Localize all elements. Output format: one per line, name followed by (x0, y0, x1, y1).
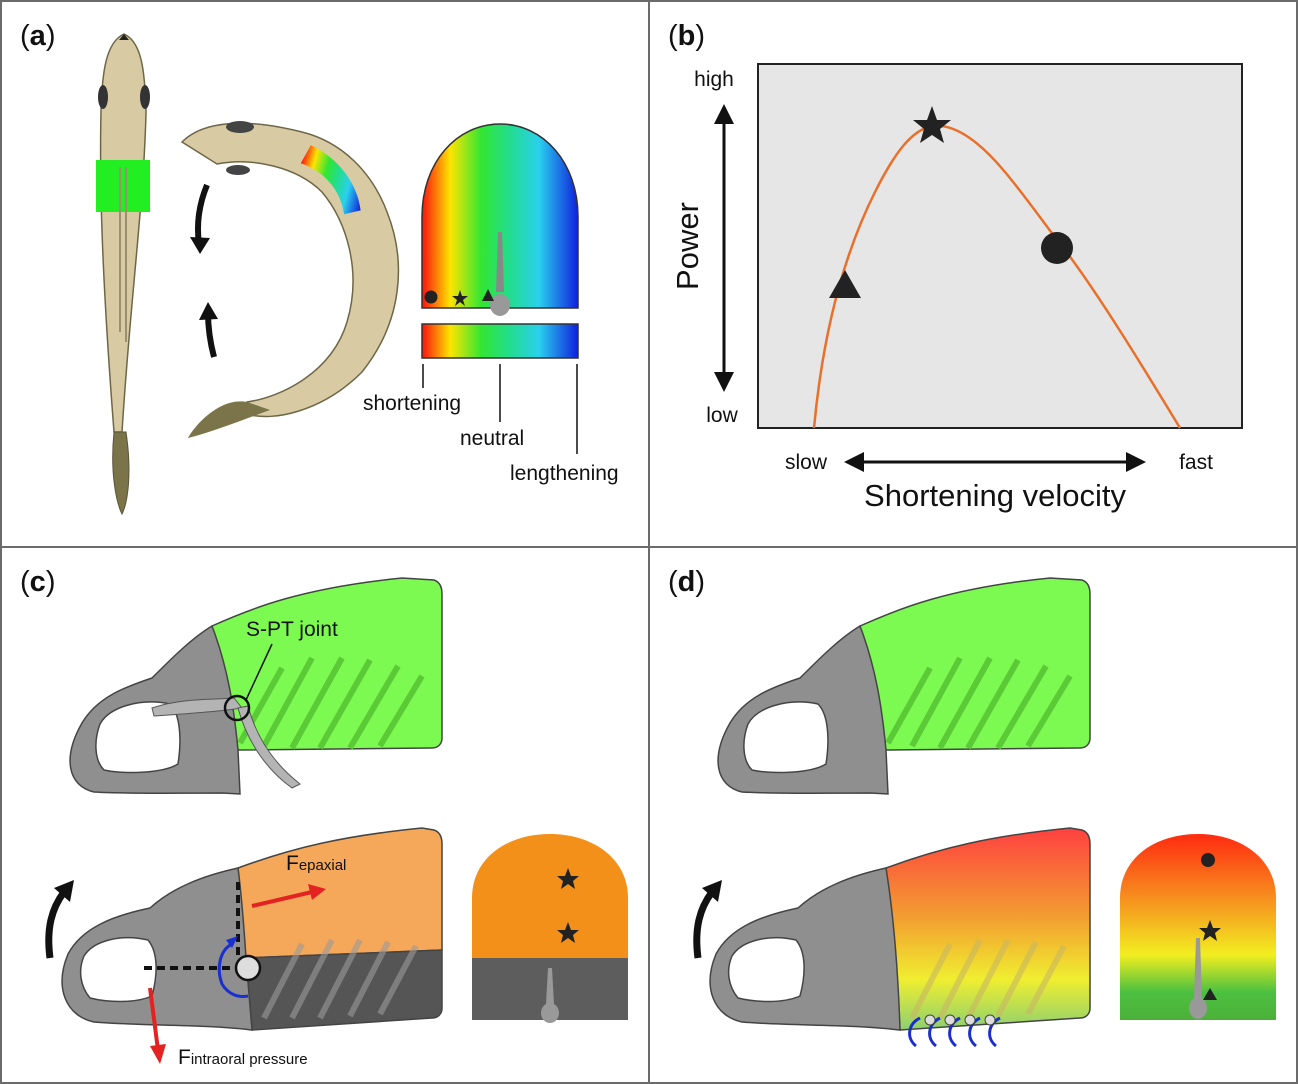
panel-label-b: (b) (668, 20, 706, 52)
panel-d-illustration (693, 577, 1276, 1048)
bend-arrow-up-icon (195, 183, 210, 245)
panel-d: (d) (648, 546, 1298, 1084)
x-axis-label: Shortening velocity (864, 478, 1126, 513)
star-marker-icon (913, 106, 951, 143)
power-velocity-chart: high low Power slow fast Shortening velo… (670, 63, 1243, 513)
curved-fish (180, 121, 400, 438)
y-high-label: high (694, 68, 734, 91)
circle-marker-icon (1041, 232, 1073, 264)
skull-expanding: Fepaxial Fintraoral pressure (45, 827, 443, 1069)
head-rotation-arrow-icon (693, 889, 715, 959)
epaxial-force-arrow-icon (251, 890, 313, 908)
star-marker-icon (557, 868, 579, 889)
epaxial-muscle-orange (237, 827, 443, 959)
fish-muscle-segment (96, 160, 150, 212)
circle-marker-icon (1201, 853, 1215, 867)
x-slow-label: slow (785, 451, 828, 474)
head-rotation-arrow-icon (45, 889, 67, 959)
power-curve (812, 124, 1182, 429)
panel-a: (a) (0, 0, 650, 548)
joint-label: S-PT joint (246, 618, 338, 641)
panel-b: (b) high low Power slow fast Shortening … (648, 0, 1298, 548)
panel-label-c: (c) (20, 566, 56, 598)
force-epaxial-label: Fepaxial (286, 852, 346, 875)
triangle-marker-icon (482, 289, 494, 301)
y-axis-label: Power (670, 202, 705, 290)
rotation-arrow-blue-icon (217, 942, 249, 998)
legend-lengthening: lengthening (510, 462, 619, 485)
skull-resting: S-PT joint (69, 577, 443, 795)
strain-legend-bar (421, 323, 579, 359)
skull-resting-d (717, 577, 1091, 795)
triangle-marker-icon (1203, 988, 1217, 1000)
triangle-marker-icon (829, 270, 861, 298)
x-fast-label: fast (1179, 451, 1213, 474)
star-marker-icon (452, 290, 468, 306)
joint-circle-icon (234, 954, 262, 982)
joint-circle-icon (223, 694, 251, 722)
star-marker-icon (557, 922, 579, 943)
legend-shortening: shortening (363, 392, 461, 415)
vertebral-rotation-arrows-icon (908, 1016, 1001, 1048)
circle-marker-icon (424, 290, 438, 304)
panel-c: (c) S-PT joint Fepaxial (0, 546, 650, 1084)
cross-section-d (1120, 834, 1276, 1020)
panel-label-d: (d) (668, 566, 706, 598)
lever-arm-lines (144, 882, 240, 970)
y-low-label: low (706, 404, 738, 427)
intraoral-force-arrow-icon (148, 987, 160, 1051)
cross-section-c (472, 834, 628, 1023)
legend-neutral: neutral (460, 427, 524, 450)
epaxial-muscle (211, 577, 443, 751)
strain-cross-section (421, 123, 579, 316)
panel-label-a: (a) (20, 20, 56, 52)
panel-a-illustration: shortening neutral lengthening (96, 33, 619, 516)
plot-area (757, 63, 1243, 429)
skull-expanding-d (693, 827, 1091, 1048)
star-marker-icon (1199, 920, 1221, 941)
force-intraoral-label: Fintraoral pressure (178, 1046, 308, 1069)
straight-fish (96, 33, 150, 516)
panel-c-illustration: S-PT joint Fepaxial Fintraoral pressure (45, 577, 628, 1069)
